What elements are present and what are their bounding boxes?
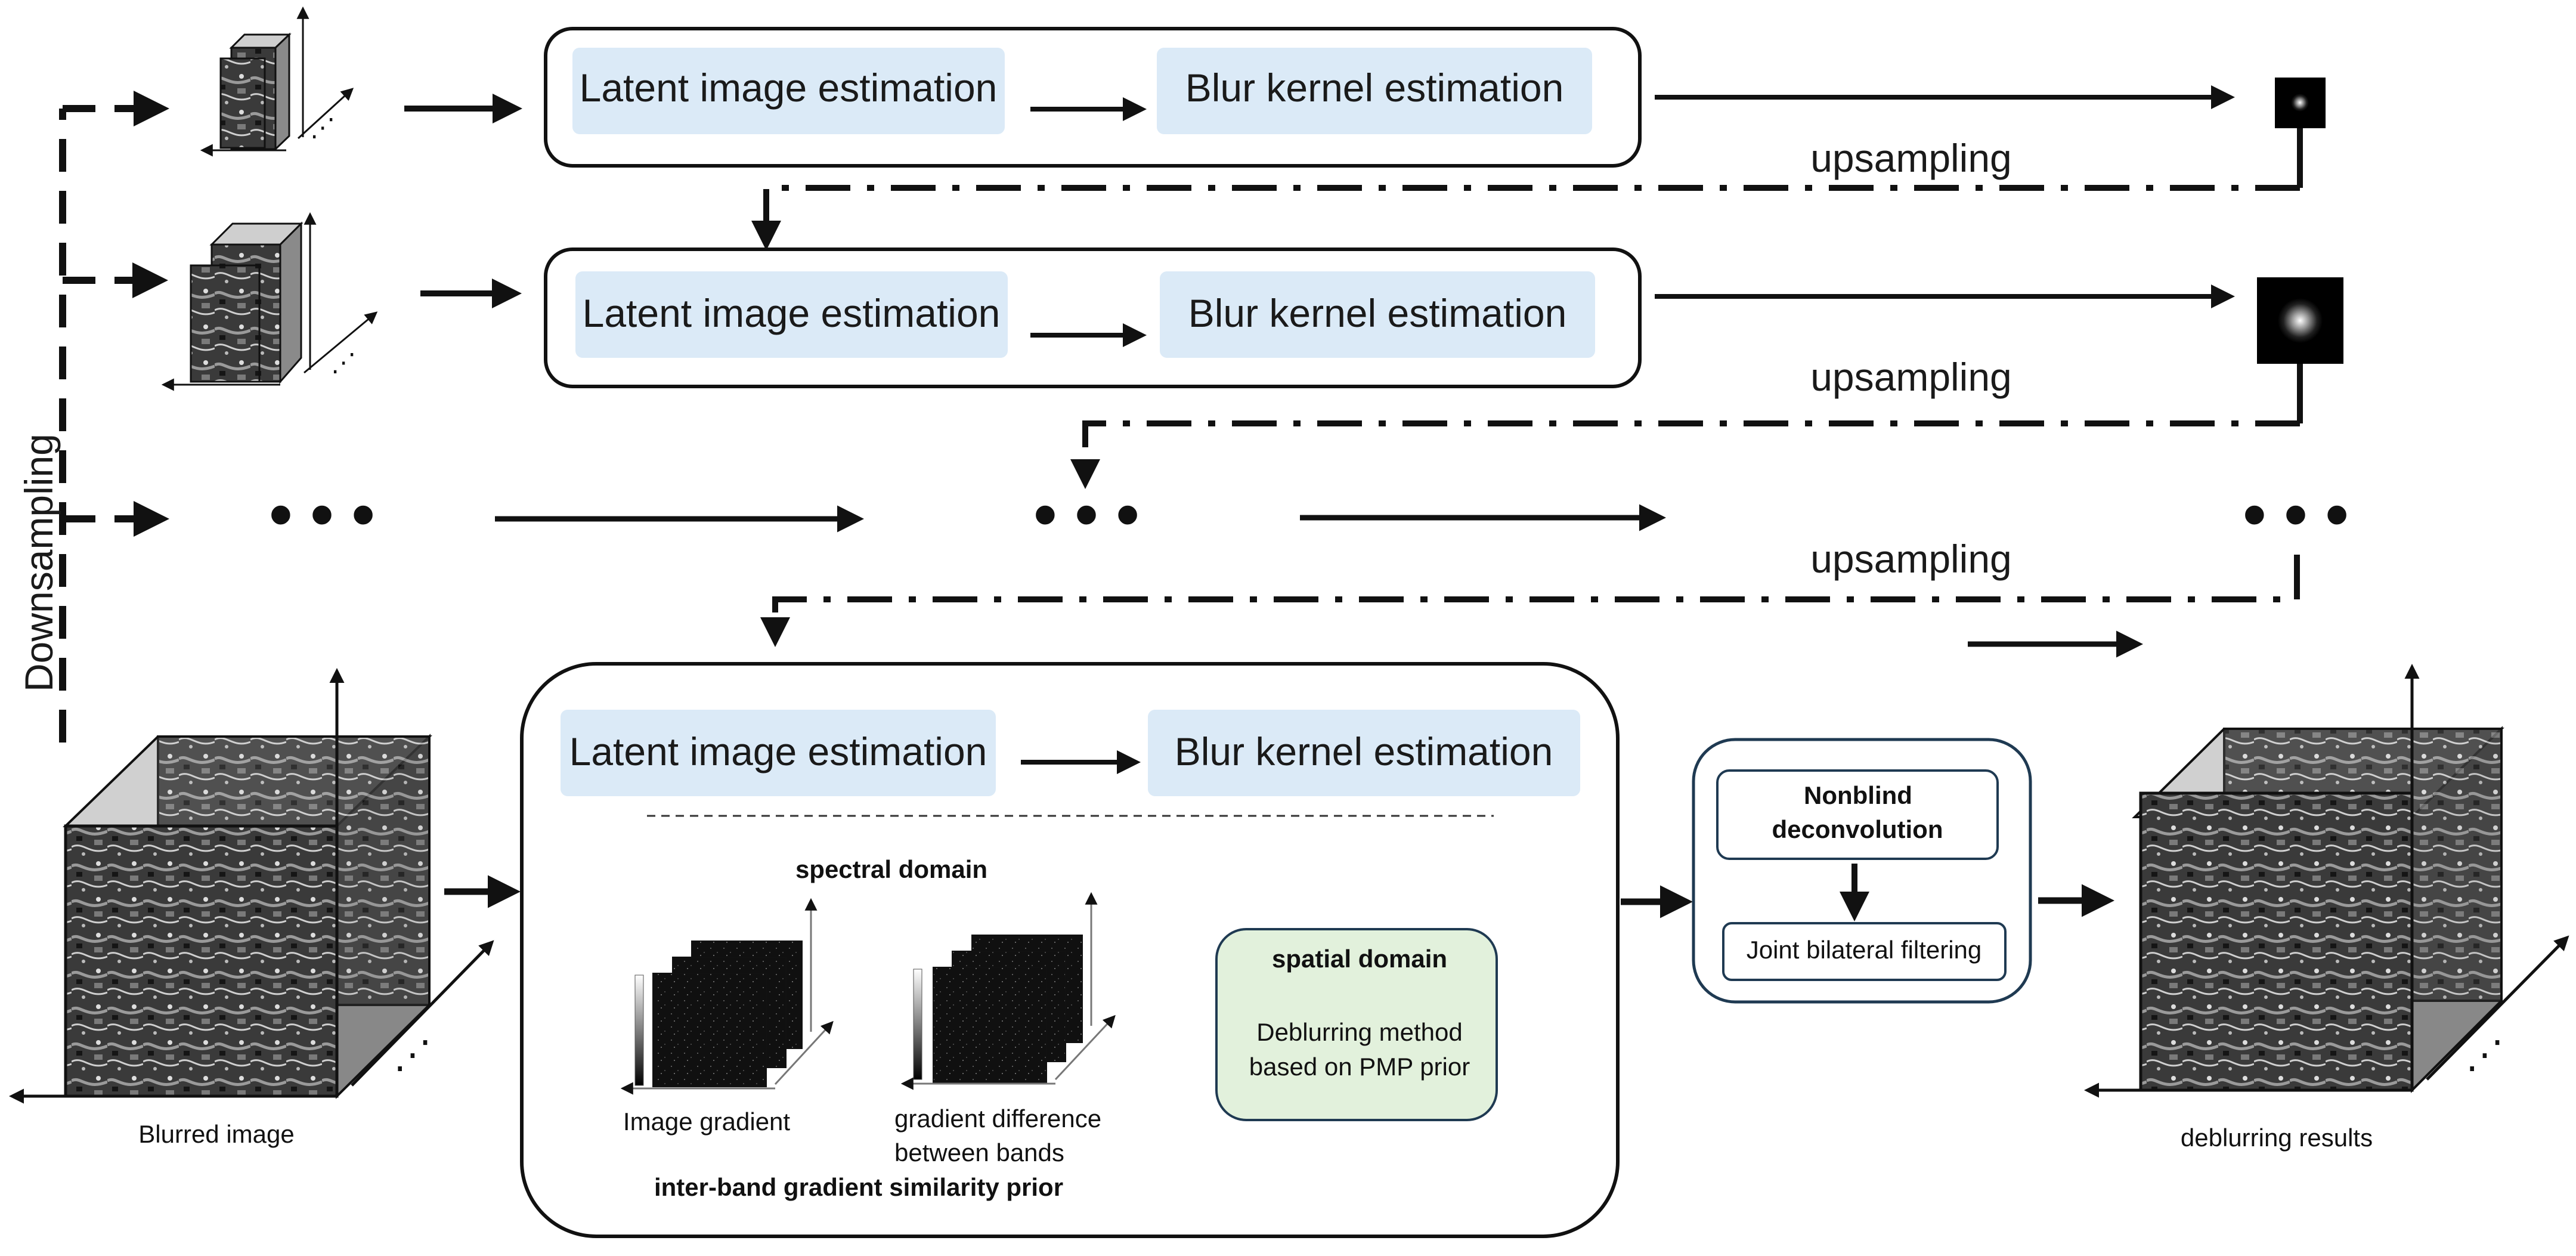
kernel-estimation-box-2 <box>1160 271 1595 358</box>
latent-estimation-label-final: Latent image estimation <box>569 729 987 774</box>
spatial-domain-box <box>1215 928 1498 1121</box>
gradient-difference-label-1: gradient difference <box>894 1105 1101 1133</box>
nonblind-deconvolution-box <box>1716 769 1999 860</box>
stage-box-level-1: Latent image estimation Blur kernel esti… <box>544 27 1642 168</box>
cube-level-1-dots: ⋰ <box>310 113 335 141</box>
ellipsis-middle: • • • <box>1034 478 1140 551</box>
latent-estimation-box-2 <box>575 271 1008 358</box>
upsampling-connector-3 <box>760 555 2300 647</box>
nonblind-label-2: deconvolution <box>1772 815 1943 843</box>
cube-level-2: ⋰ <box>161 212 378 391</box>
ellipsis-left: • • • <box>270 478 375 551</box>
upsampling-label-3: upsampling <box>1810 537 2012 581</box>
nonblind-box: Nonblind deconvolution Joint bilateral f… <box>1692 738 2032 1004</box>
spatial-method-label-2: based on PMP prior <box>1249 1053 1470 1081</box>
ellipsis-right: • • • <box>2243 478 2349 551</box>
kernel-image-2 <box>2257 277 2343 423</box>
kernel-estimation-label-final: Blur kernel estimation <box>1175 729 1553 774</box>
upsampling-label-1: upsampling <box>1810 136 2012 180</box>
kernel-image-1 <box>2275 78 2326 188</box>
upsampling-connector-2 <box>1070 420 2300 489</box>
spectral-domain-label: spectral domain <box>795 855 987 883</box>
spatial-domain-label: spatial domain <box>1272 945 1447 973</box>
nonblind-label-1: Nonblind <box>1804 781 1912 809</box>
image-gradient-label: Image gradient <box>623 1107 791 1136</box>
blurred-image-cube: ⋰ <box>9 668 494 1104</box>
deblurred-result-cube: ⋰ <box>2084 664 2569 1098</box>
kernel-estimation-box-final <box>1148 710 1580 796</box>
kernel-estimation-box-1 <box>1157 48 1592 134</box>
latent-estimation-label-2: Latent image estimation <box>583 291 1001 335</box>
cube-level-1: ⋰ <box>200 6 354 157</box>
gradient-difference-stack <box>900 892 1116 1090</box>
image-gradient-stack <box>620 898 834 1095</box>
downsampling-label: Downsampling <box>17 434 61 692</box>
spatial-method-label-1: Deblurring method <box>1256 1018 1463 1046</box>
joint-bilateral-box <box>1722 922 2007 981</box>
deblurring-results-label: deblurring results <box>2181 1124 2373 1152</box>
gradient-difference-label-2: between bands <box>894 1139 1064 1167</box>
result-cube-dots: ⋰ <box>2466 1033 2504 1076</box>
upsampling-label-2: upsampling <box>1810 355 2012 399</box>
downsampling-connector <box>59 91 169 743</box>
latent-estimation-label-1: Latent image estimation <box>580 66 998 110</box>
cube-level-2-dots: ⋰ <box>331 348 356 376</box>
kernel-estimation-label-1: Blur kernel estimation <box>1185 66 1564 110</box>
stage-box-level-2: Latent image estimation Blur kernel esti… <box>544 248 1642 388</box>
upsampling-connector-1 <box>751 185 2300 250</box>
blurred-image-label: Blurred image <box>138 1120 294 1148</box>
latent-estimation-box-final <box>561 710 996 796</box>
prior-label: inter-band gradient similarity prior <box>654 1173 1063 1201</box>
final-stage-box: Latent image estimation Blur kernel esti… <box>520 662 1620 1238</box>
latent-estimation-box-1 <box>572 48 1005 134</box>
joint-bilateral-label: Joint bilateral filtering <box>1747 936 1982 964</box>
blurred-cube-dots: ⋰ <box>394 1033 432 1076</box>
kernel-estimation-label-2: Blur kernel estimation <box>1188 291 1567 335</box>
